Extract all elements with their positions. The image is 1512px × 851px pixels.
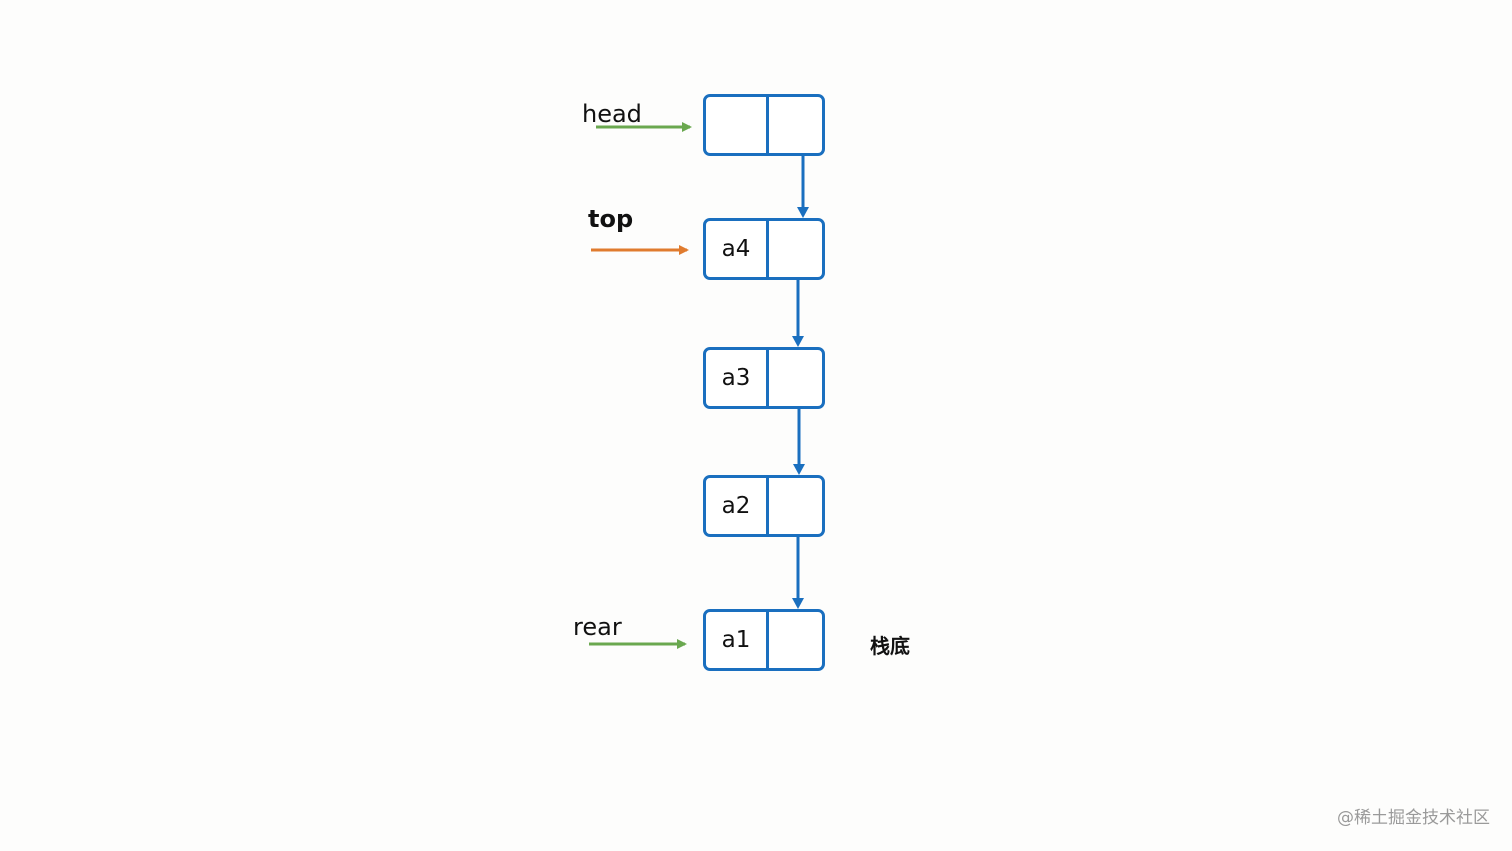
node-data-field: a1	[721, 627, 751, 653]
link-head-to-a4-tip	[797, 207, 809, 218]
link-a2-to-a1-tip	[792, 598, 804, 609]
node-divider	[766, 221, 769, 277]
node-a2: a2	[703, 475, 825, 537]
link-a3-to-a2-tip	[793, 464, 805, 475]
stack-bottom-label: 栈底	[870, 634, 910, 658]
node-divider	[766, 478, 769, 534]
link-a4-to-a3-tip	[792, 336, 804, 347]
node-divider	[766, 350, 769, 406]
head-label: head	[582, 100, 642, 128]
node-data-field	[706, 97, 766, 153]
node-divider	[766, 612, 769, 668]
node-data-field: a3	[721, 365, 751, 391]
watermark: @稀土掘金技术社区	[1337, 808, 1490, 828]
node-data-field: a4	[721, 236, 751, 262]
node-a3: a3	[703, 347, 825, 409]
top-label: top	[588, 205, 634, 233]
node-a4: a4	[703, 218, 825, 280]
node-divider	[766, 97, 769, 153]
head-node	[703, 94, 825, 156]
rear-label: rear	[573, 613, 622, 641]
node-data-field: a2	[721, 493, 751, 519]
node-a1: a1	[703, 609, 825, 671]
